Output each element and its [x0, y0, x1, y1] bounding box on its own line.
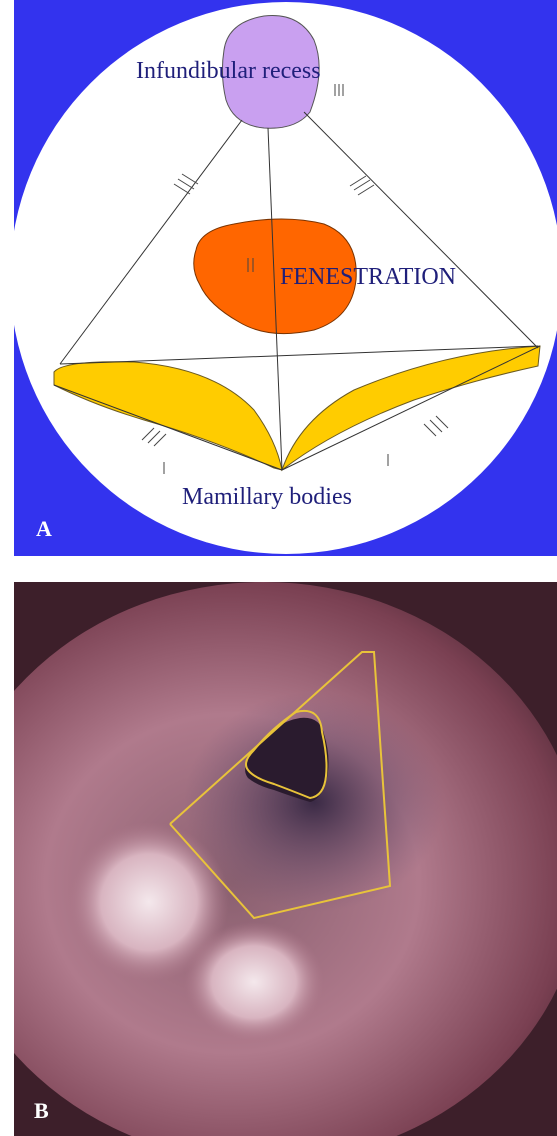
panel-a-svg: Infundibular recess FENESTRATION Mamilla…	[14, 0, 557, 556]
panel-b-svg: B	[14, 582, 557, 1136]
infundibular-recess-label: Infundibular recess	[136, 58, 321, 84]
fenestration-label: FENESTRATION	[280, 264, 456, 290]
panel-a-letter: A	[36, 516, 52, 541]
panel-b-letter: B	[34, 1098, 49, 1123]
panel-a-diagram: Infundibular recess FENESTRATION Mamilla…	[14, 0, 557, 556]
mamillary-bodies-label: Mamillary bodies	[182, 484, 352, 510]
right-mamillary-highlight	[184, 922, 324, 1042]
panel-b-photo: B	[14, 582, 557, 1136]
